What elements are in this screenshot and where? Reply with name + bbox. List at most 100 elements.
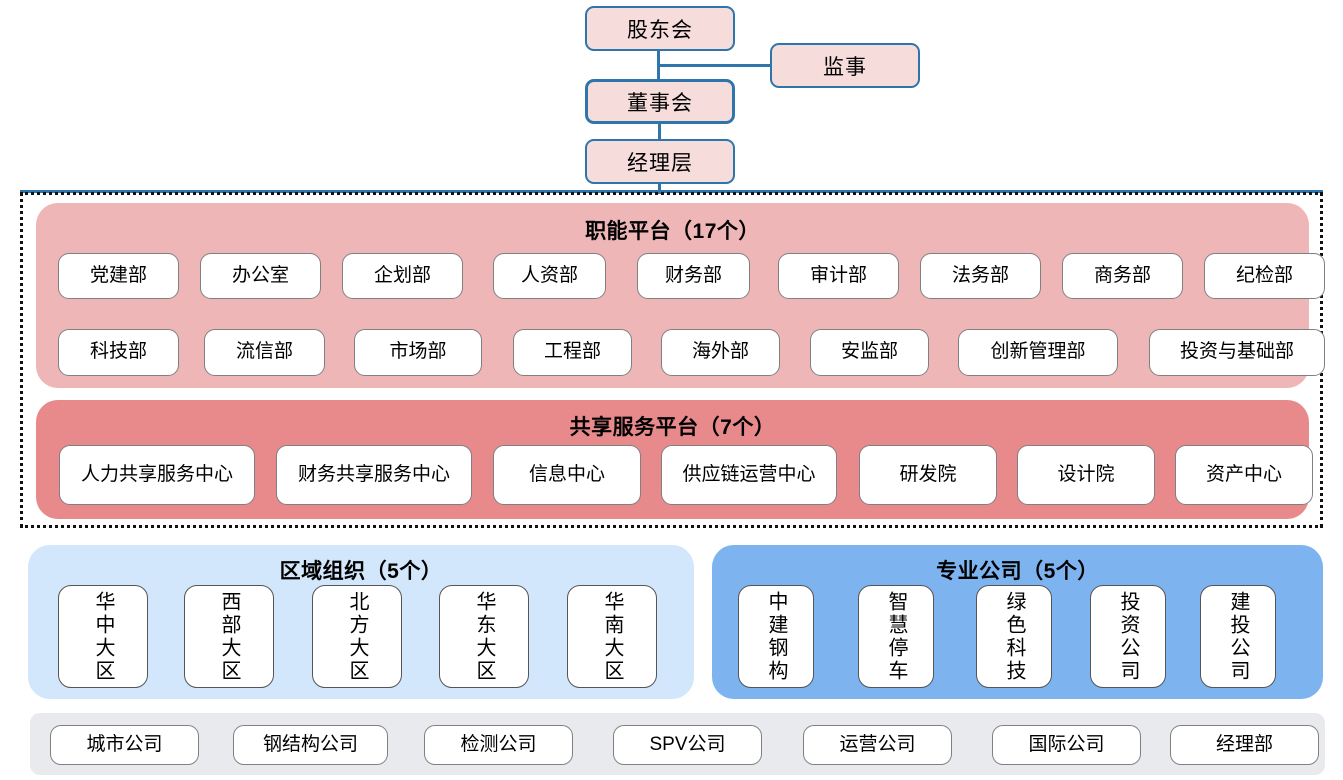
functional-dept-chip[interactable]: 流信部 (204, 329, 325, 376)
professional-company-label: 中建钢构 (765, 590, 787, 683)
subsidiary-company-chip[interactable]: 运营公司 (803, 725, 952, 765)
subsidiary-company-label: 经理部 (1215, 733, 1273, 755)
subsidiary-company-label: 检测公司 (460, 733, 537, 755)
subsidiary-company-label: SPV公司 (649, 733, 726, 755)
functional-dept-chip[interactable]: 工程部 (513, 329, 632, 376)
shared-service-chip[interactable]: 财务共享服务中心 (276, 445, 472, 505)
functional-dept-chip[interactable]: 人资部 (493, 253, 606, 299)
regional-label: 华中大区 (92, 590, 114, 683)
platform-container: 职能平台（17个） 党建部 办公室 企划部 人资部 财务部 审计部 法务部 商务… (20, 192, 1325, 528)
regional-label: 华南大区 (601, 590, 623, 683)
functional-dept-label: 办公室 (231, 264, 289, 286)
regional-chip[interactable]: 华南大区 (567, 585, 657, 688)
subsidiary-company-label: 运营公司 (839, 733, 916, 755)
gov-node-supervisor-label: 监事 (823, 55, 867, 79)
shared-service-label: 设计院 (1057, 463, 1115, 485)
shared-service-label: 资产中心 (1205, 463, 1282, 485)
professional-companies-title: 专业公司（5个） (936, 560, 1099, 583)
shared-service-chip[interactable]: 设计院 (1017, 445, 1155, 505)
subsidiary-company-chip[interactable]: SPV公司 (613, 725, 762, 765)
functional-platform-band: 职能平台（17个） 党建部 办公室 企划部 人资部 财务部 审计部 法务部 商务… (36, 203, 1325, 388)
professional-company-chip[interactable]: 中建钢构 (738, 585, 814, 688)
functional-dept-chip[interactable]: 投资与基础部 (1149, 329, 1325, 376)
professional-companies-band: 专业公司（5个） 中建钢构 智慧停车 绿色科技 投资公司 建投公司 (712, 545, 1323, 699)
connector-platform-horizontal (20, 190, 1323, 193)
gov-node-supervisor[interactable]: 监事 (770, 43, 920, 88)
gov-node-board-label: 董事会 (627, 91, 693, 115)
gov-node-management[interactable]: 经理层 (585, 139, 735, 184)
regional-chip[interactable]: 华东大区 (439, 585, 529, 688)
gov-node-shareholders-label: 股东会 (627, 18, 693, 42)
shared-service-label: 人力共享服务中心 (80, 463, 233, 485)
shared-service-label: 信息中心 (528, 463, 605, 485)
functional-dept-chip[interactable]: 商务部 (1062, 253, 1183, 299)
shared-service-chip[interactable]: 供应链运营中心 (661, 445, 837, 505)
functional-dept-label: 纪检部 (1235, 264, 1293, 286)
functional-dept-label: 投资与基础部 (1179, 341, 1294, 363)
functional-dept-label: 法务部 (951, 264, 1009, 286)
shared-service-chip[interactable]: 研发院 (859, 445, 997, 505)
functional-dept-chip[interactable]: 办公室 (200, 253, 321, 299)
functional-dept-chip[interactable]: 纪检部 (1204, 253, 1325, 299)
functional-dept-label: 创新管理部 (990, 341, 1086, 363)
professional-company-chip[interactable]: 智慧停车 (858, 585, 934, 688)
functional-dept-chip[interactable]: 审计部 (778, 253, 899, 299)
gov-node-board[interactable]: 董事会 (585, 79, 735, 124)
functional-platform-title: 职能平台（17个） (585, 220, 760, 243)
gov-node-shareholders[interactable]: 股东会 (585, 6, 735, 51)
shared-service-label: 财务共享服务中心 (297, 463, 450, 485)
functional-dept-label: 商务部 (1093, 264, 1151, 286)
functional-dept-chip[interactable]: 科技部 (58, 329, 179, 376)
connector-supervisor-horizontal (657, 64, 772, 67)
functional-dept-chip[interactable]: 海外部 (661, 329, 780, 376)
functional-dept-chip[interactable]: 创新管理部 (958, 329, 1118, 376)
regional-label: 北方大区 (346, 590, 368, 683)
subsidiary-company-label: 国际公司 (1028, 733, 1105, 755)
professional-company-label: 智慧停车 (885, 590, 907, 683)
subsidiary-company-chip[interactable]: 国际公司 (992, 725, 1141, 765)
functional-dept-chip[interactable]: 市场部 (354, 329, 482, 376)
professional-company-chip[interactable]: 投资公司 (1090, 585, 1166, 688)
functional-dept-chip[interactable]: 党建部 (58, 253, 179, 299)
shared-service-platform-band: 共享服务平台（7个） 人力共享服务中心 财务共享服务中心 信息中心 供应链运营中… (36, 400, 1313, 519)
professional-company-chip[interactable]: 绿色科技 (976, 585, 1052, 688)
functional-dept-label: 审计部 (809, 264, 867, 286)
connector-management-platform (658, 184, 661, 194)
functional-dept-label: 科技部 (89, 341, 147, 363)
functional-dept-chip[interactable]: 安监部 (810, 329, 929, 376)
shared-service-chip[interactable]: 信息中心 (493, 445, 641, 505)
functional-dept-label: 工程部 (543, 341, 601, 363)
subsidiary-company-chip[interactable]: 钢结构公司 (233, 725, 388, 765)
professional-company-label: 投资公司 (1117, 590, 1139, 683)
subsidiary-company-chip[interactable]: 城市公司 (50, 725, 199, 765)
subsidiary-companies-band: 城市公司 钢结构公司 检测公司 SPV公司 运营公司 国际公司 经理部 (30, 713, 1325, 775)
subsidiary-company-chip[interactable]: 经理部 (1170, 725, 1319, 765)
functional-dept-label: 财务部 (664, 264, 722, 286)
functional-dept-label: 人资部 (520, 264, 578, 286)
regional-chip[interactable]: 西部大区 (184, 585, 274, 688)
professional-company-chip[interactable]: 建投公司 (1200, 585, 1276, 688)
functional-dept-chip[interactable]: 法务部 (920, 253, 1041, 299)
regional-organization-band: 区域组织（5个） 华中大区 西部大区 北方大区 华东大区 华南大区 (28, 545, 694, 699)
subsidiary-company-chip[interactable]: 检测公司 (424, 725, 573, 765)
subsidiary-company-label: 钢结构公司 (262, 733, 358, 755)
functional-dept-label: 市场部 (389, 341, 447, 363)
regional-organization-title: 区域组织（5个） (279, 560, 443, 583)
regional-chip[interactable]: 华中大区 (58, 585, 148, 688)
functional-dept-label: 党建部 (89, 264, 147, 286)
shared-service-label: 供应链运营中心 (682, 463, 816, 485)
functional-dept-chip[interactable]: 企划部 (342, 253, 463, 299)
functional-dept-label: 安监部 (840, 341, 898, 363)
connector-board-management (658, 124, 661, 140)
regional-chip[interactable]: 北方大区 (312, 585, 402, 688)
shared-service-chip[interactable]: 资产中心 (1175, 445, 1313, 505)
shared-service-chip[interactable]: 人力共享服务中心 (59, 445, 255, 505)
shared-service-label: 研发院 (899, 463, 957, 485)
subsidiary-company-label: 城市公司 (86, 733, 163, 755)
regional-label: 华东大区 (473, 590, 495, 683)
functional-dept-chip[interactable]: 财务部 (637, 253, 750, 299)
regional-label: 西部大区 (218, 590, 240, 683)
functional-dept-label: 海外部 (691, 341, 749, 363)
shared-service-platform-title: 共享服务平台（7个） (569, 416, 776, 439)
